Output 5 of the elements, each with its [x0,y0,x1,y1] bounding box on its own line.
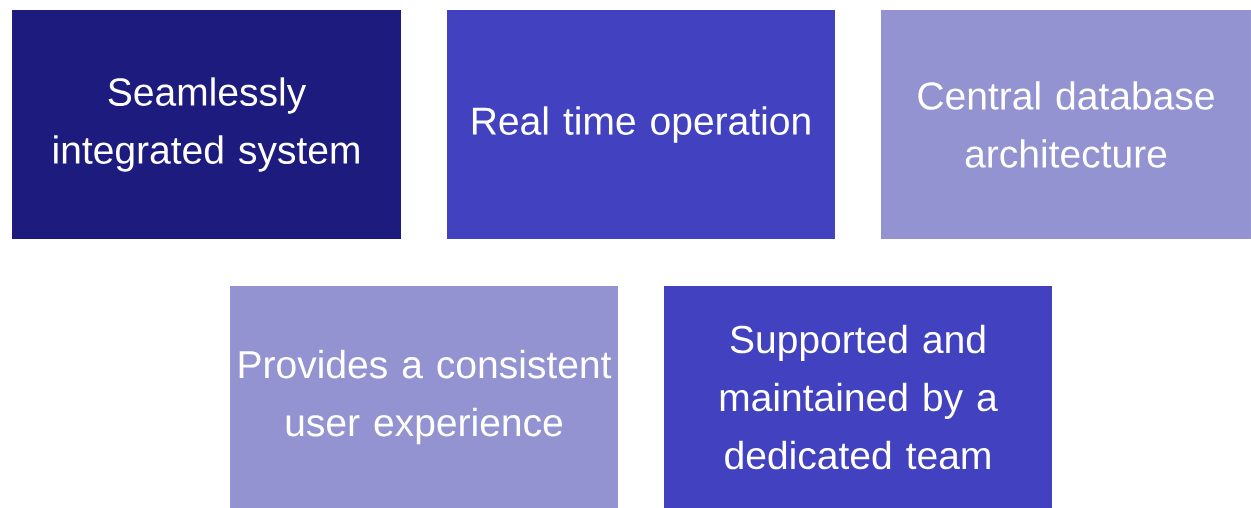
feature-box: Seamlessly integrated system [12,10,401,239]
feature-box: Central database architecture [881,10,1251,239]
feature-box: Supported and maintained by a dedicated team [664,286,1052,508]
feature-box: Provides a consistent user experience [230,286,618,508]
feature-box: Real time operation [447,10,835,239]
